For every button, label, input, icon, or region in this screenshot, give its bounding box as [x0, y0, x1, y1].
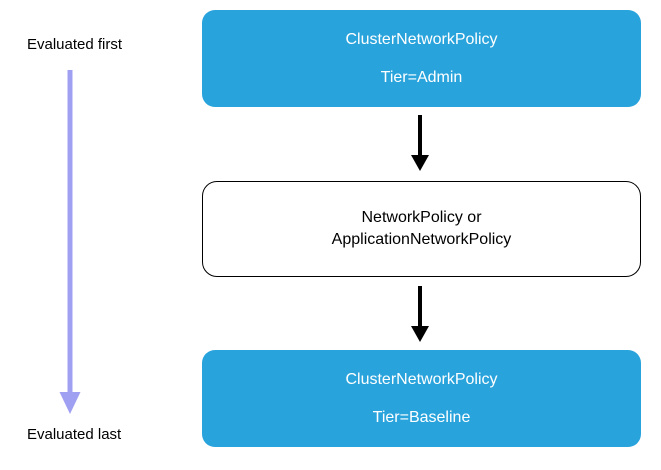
node-subtitle: Tier=Admin — [380, 68, 463, 86]
node-title: ClusterNetworkPolicy — [345, 30, 498, 48]
node-clusternetworkpolicy-baseline: ClusterNetworkPolicy Tier=Baseline — [202, 350, 641, 447]
evaluated-first-label: Evaluated first — [27, 36, 123, 53]
node-line1: NetworkPolicy or — [361, 209, 482, 226]
down-arrow-icon — [411, 115, 429, 171]
down-arrow-icon — [411, 286, 429, 342]
evaluation-order-arrow-icon — [59, 70, 81, 414]
node-line2: ApplicationNetworkPolicy — [331, 231, 512, 248]
node-subtitle: Tier=Baseline — [372, 408, 471, 426]
node-title: ClusterNetworkPolicy — [345, 370, 498, 388]
node-clusternetworkpolicy-admin: ClusterNetworkPolicy Tier=Admin — [202, 10, 641, 107]
node-networkpolicy: NetworkPolicy or ApplicationNetworkPolic… — [202, 181, 641, 277]
evaluated-last-label: Evaluated last — [27, 426, 122, 443]
